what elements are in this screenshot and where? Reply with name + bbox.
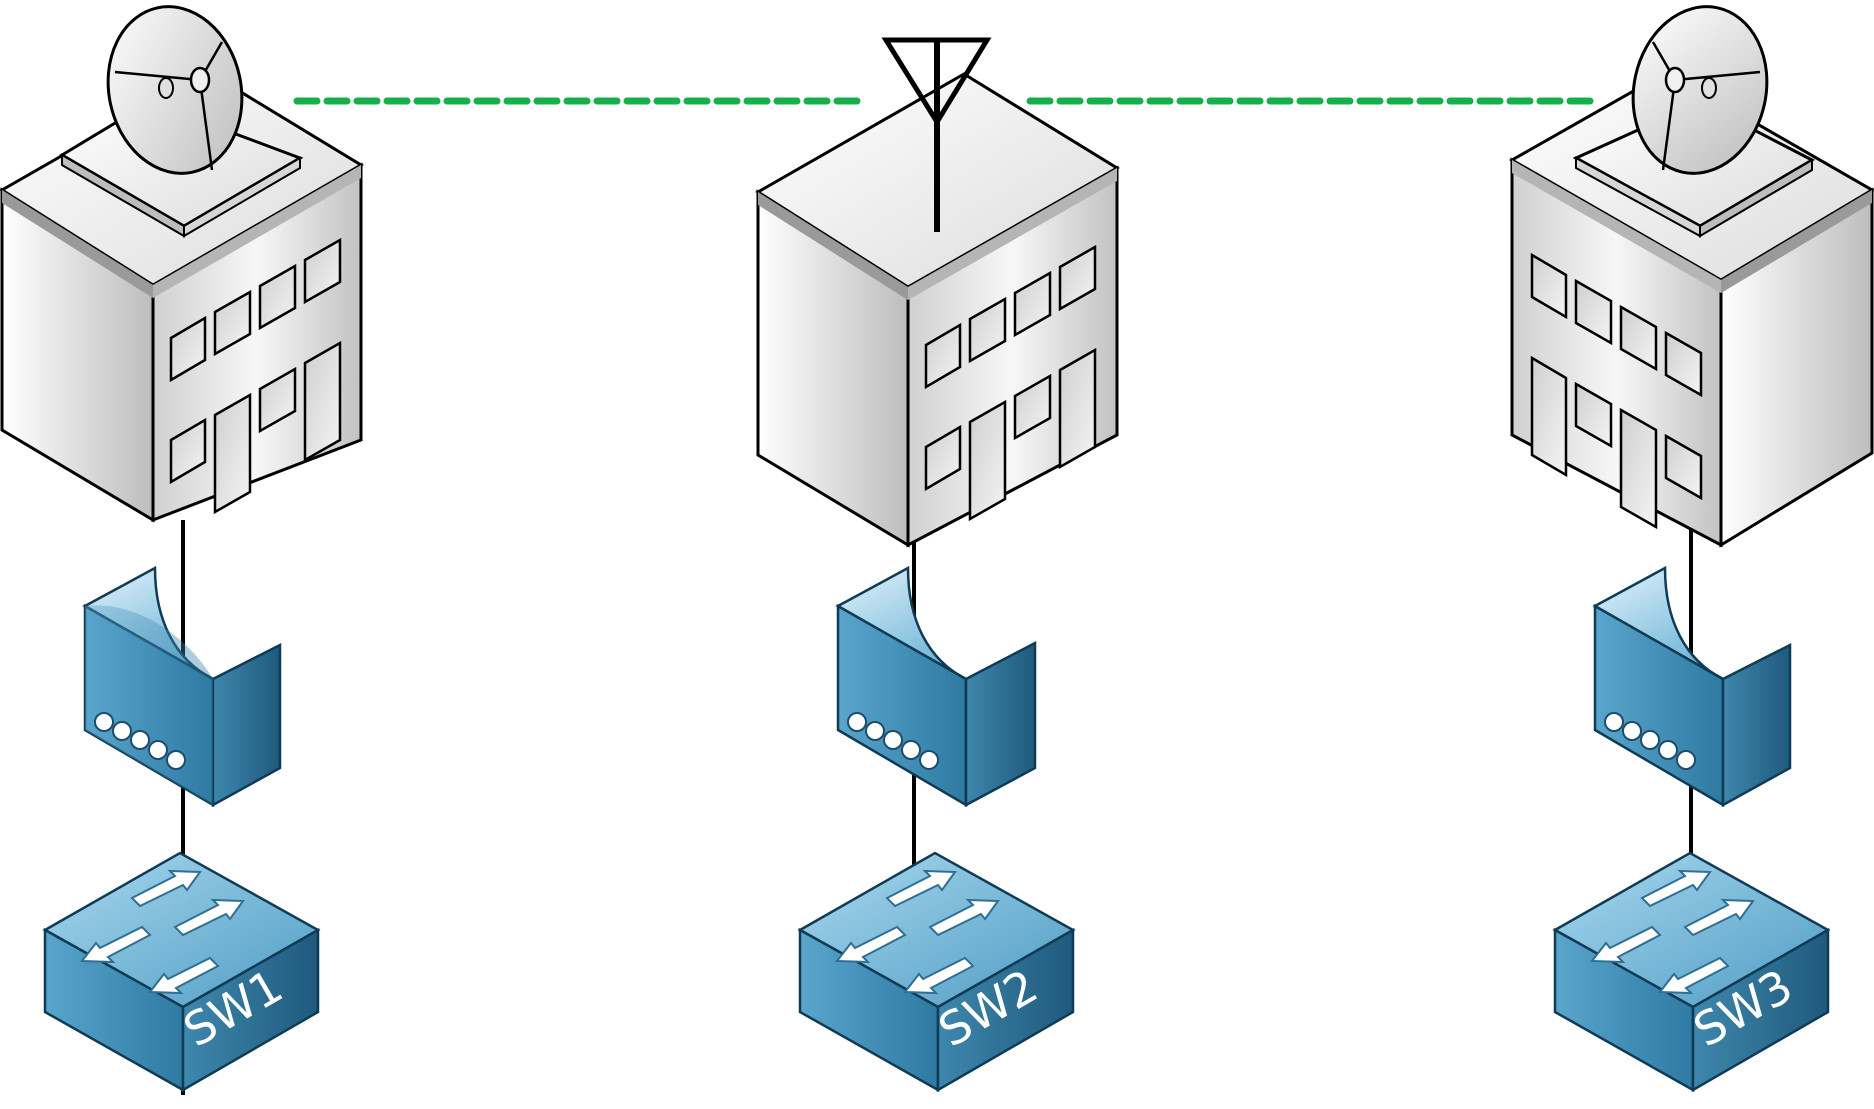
building-2-icon [755, 72, 1120, 548]
switch-arrows-icon [1590, 869, 1755, 995]
site-1: SW1 [0, 5, 364, 1095]
site-3: SW3 [1508, 5, 1874, 1093]
switch-sw3[interactable]: SW3 [1552, 851, 1831, 1093]
modem-3-icon [1592, 565, 1792, 808]
switch-sw1[interactable]: SW1 [42, 851, 321, 1093]
building-1-icon [0, 70, 364, 523]
switch-arrows-icon [835, 869, 1000, 995]
site-2: SW2 [755, 37, 1120, 1093]
switch-arrows-icon [80, 869, 245, 995]
switch-sw2[interactable]: SW2 [797, 851, 1076, 1093]
modem-1-icon [82, 565, 282, 808]
building-3-icon [1508, 70, 1874, 548]
satellite-dish-icon [59, 5, 304, 238]
modem-2-icon [835, 565, 1037, 808]
satellite-dish-icon [1572, 5, 1816, 238]
antenna-icon [881, 37, 992, 232]
